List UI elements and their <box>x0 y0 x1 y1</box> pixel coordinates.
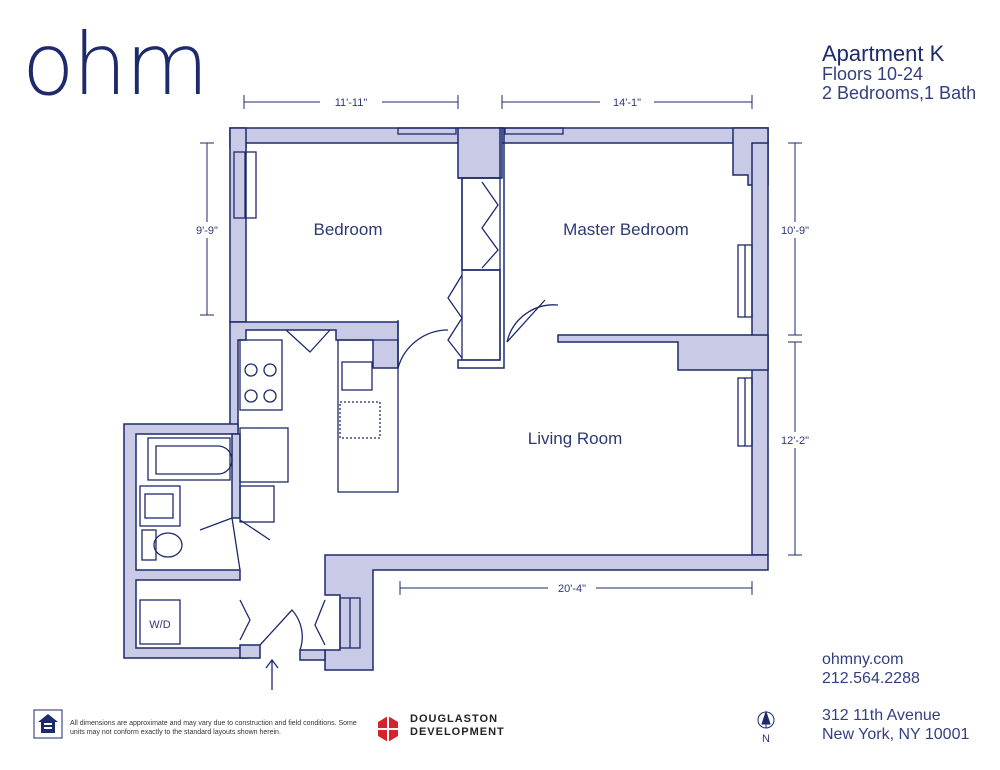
address-line2: New York, NY 10001 <box>822 726 970 744</box>
central-column <box>457 127 503 179</box>
compass-icon <box>757 710 775 729</box>
dim-bedroom-width: 11'-11" <box>335 97 368 109</box>
contact-block: ohmny.com 212.564.2288 <box>822 650 920 688</box>
master-living-wall <box>557 334 769 371</box>
address-block: 312 11th Avenue New York, NY 10001 <box>822 706 969 744</box>
room-living-room: Living Room <box>528 429 623 448</box>
bedroom-door <box>397 329 449 369</box>
toilet <box>141 529 157 561</box>
equal-housing-icon <box>33 709 63 739</box>
developer-line2: DEVELOPMENT <box>410 726 505 739</box>
ohm-logo: ohm <box>22 15 209 115</box>
website-link[interactable]: ohmny.com <box>822 651 904 668</box>
closet-upper <box>461 177 501 271</box>
bedroom-left-wall <box>229 127 247 323</box>
room-wd: W/D <box>149 619 170 631</box>
entry-door <box>259 609 303 651</box>
top-window-right <box>504 127 564 135</box>
entry-right-wall <box>299 649 326 661</box>
room-bedroom: Bedroom <box>314 220 383 239</box>
room-master-bedroom: Master Bedroom <box>563 220 689 239</box>
apartment-layout: 2 Bedrooms,1 Bath <box>822 82 977 103</box>
washer-dryer <box>139 599 181 645</box>
compass-label: N <box>762 733 770 745</box>
dim-living-depth: 12'-2" <box>781 435 809 447</box>
dim-master-depth: 10'-9" <box>781 225 809 237</box>
dim-living-width: 20'-4" <box>558 583 586 595</box>
bath-sink <box>139 485 181 527</box>
apartment-info: Apartment K Floors 10-24 2 Bedrooms,1 Ba… <box>822 42 976 103</box>
entry-left-wall <box>239 644 261 659</box>
closet-lower <box>461 269 501 361</box>
developer-name: DOUGLASTON DEVELOPMENT <box>410 713 505 739</box>
disclaimer-text: All dimensions are approximate and may v… <box>70 720 357 736</box>
living-bottom-wall <box>324 554 769 671</box>
stove <box>239 339 283 411</box>
master-door <box>506 304 559 343</box>
dim-bedroom-depth: 9'-9" <box>196 225 218 237</box>
address-line1: 312 11th Avenue <box>822 707 941 724</box>
kitchen-island <box>337 339 399 493</box>
fridge <box>239 427 289 483</box>
phone-number[interactable]: 212.564.2288 <box>822 670 920 688</box>
douglaston-logo-icon <box>378 716 398 742</box>
bedroom-bottom-wall <box>229 321 399 431</box>
apartment-name: Apartment K <box>822 41 945 66</box>
apartment-floors: Floors 10-24 <box>822 64 924 85</box>
top-window-left <box>397 127 457 135</box>
kitchen-sink <box>341 361 373 391</box>
dim-master-width: 14'-1" <box>613 97 641 109</box>
hall-closet <box>239 485 275 523</box>
bath-right-wall <box>231 433 241 519</box>
bathtub <box>147 437 231 481</box>
developer-line1: DOUGLASTON <box>410 713 499 725</box>
